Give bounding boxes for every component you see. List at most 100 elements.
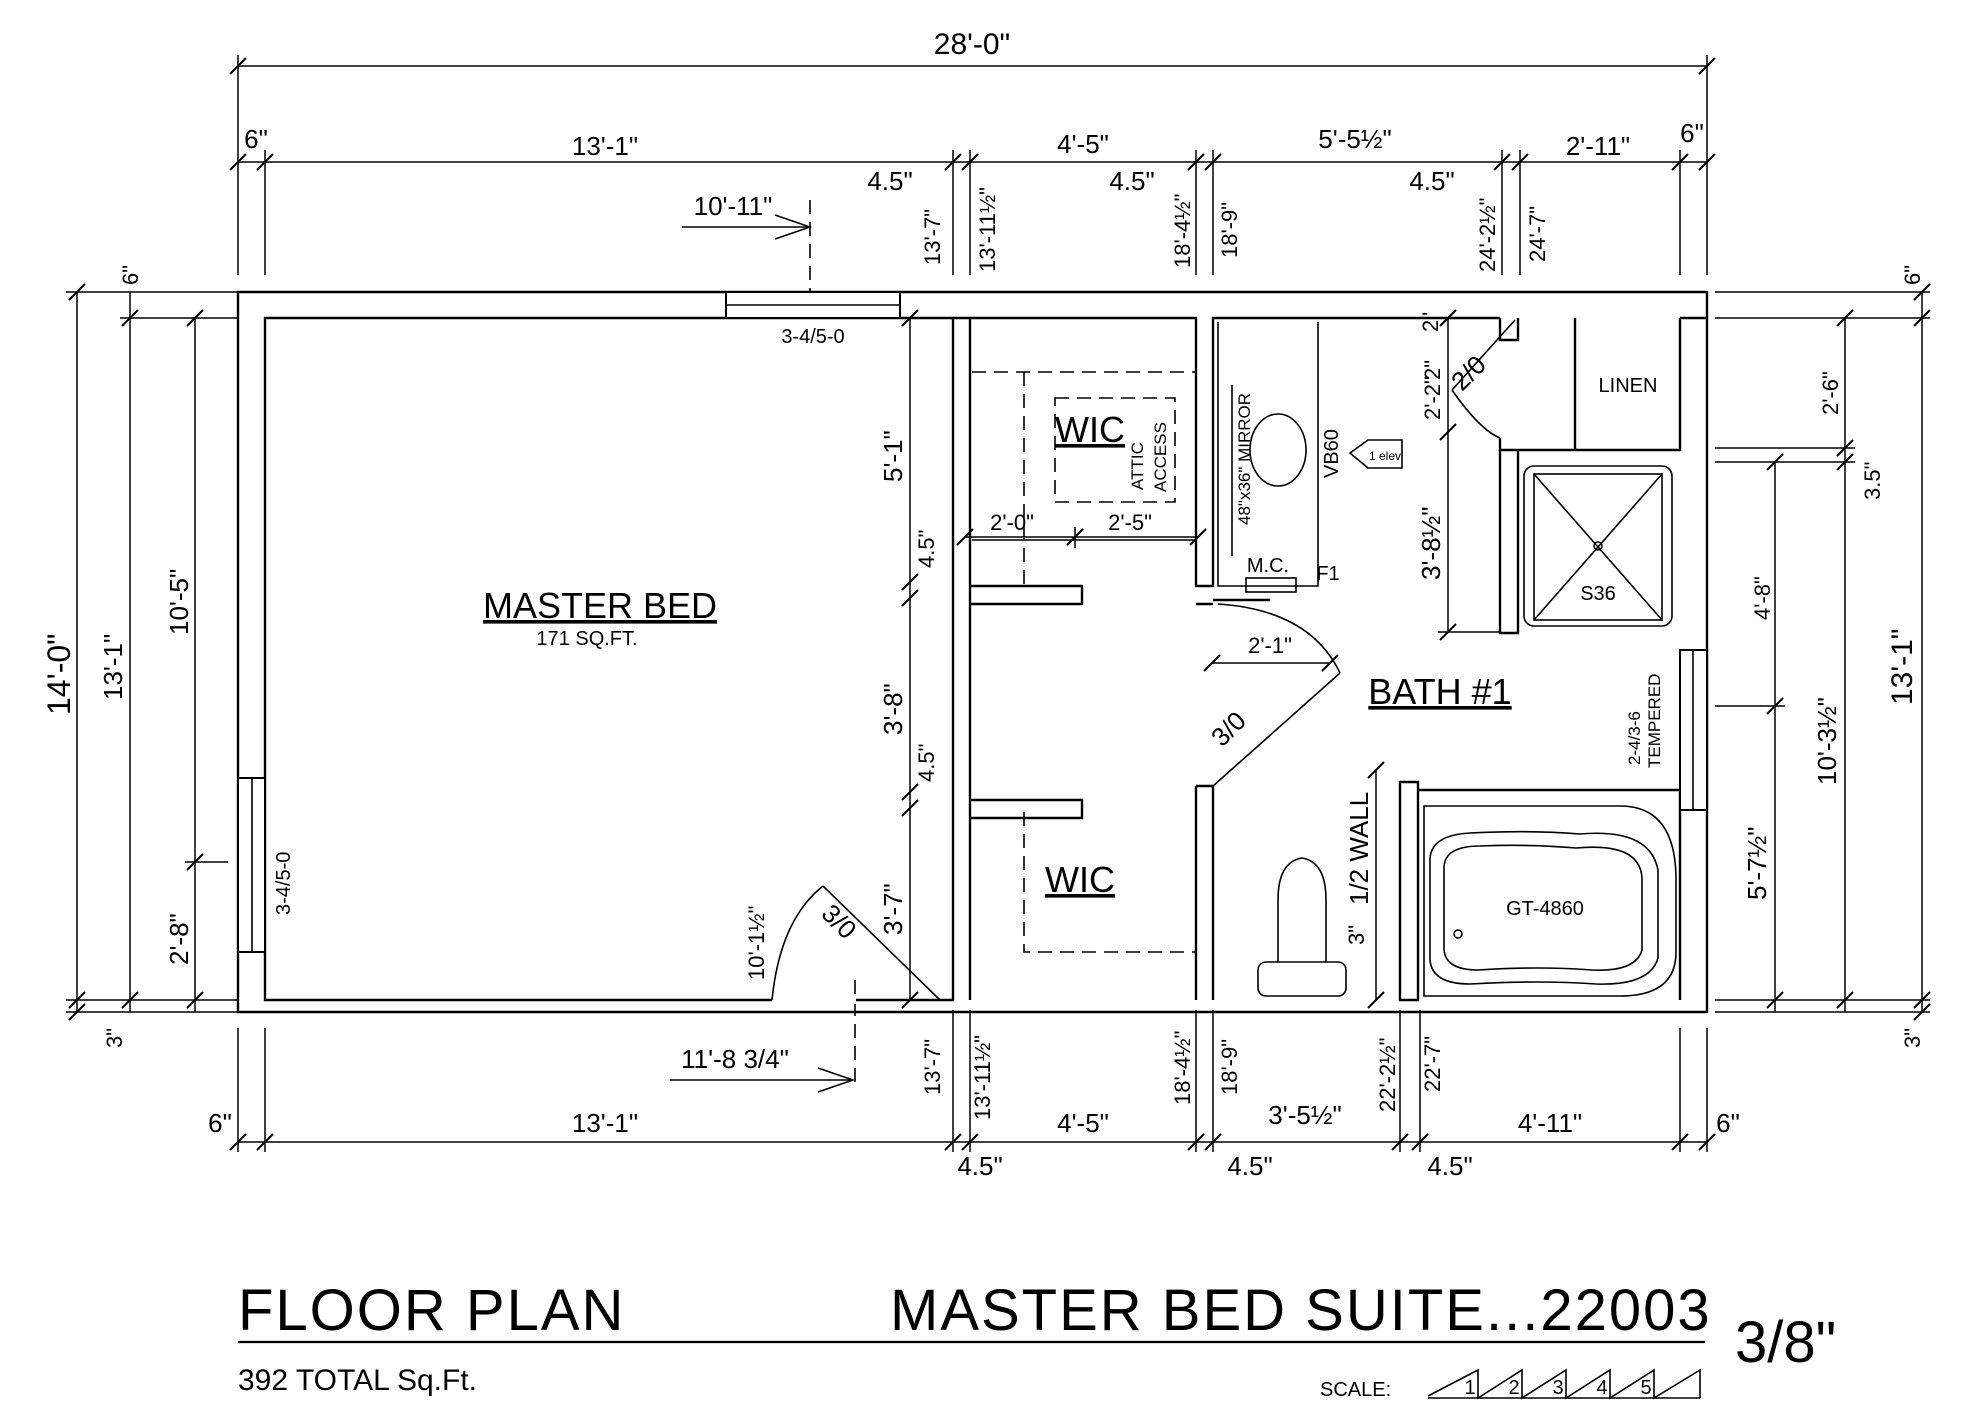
- scale-tick-5: 5: [1640, 1377, 1651, 1399]
- dim-top-overall: 28'-0": [934, 28, 1010, 61]
- dim-int-3-8h: 3'-8½": [1416, 507, 1446, 580]
- half-wall-label: 1/2 WALL: [1344, 792, 1374, 905]
- dim-int-3-8: 3'-8": [878, 683, 908, 735]
- dim-bot-v-22-2h: 22'-2½": [1375, 1038, 1400, 1112]
- dim-bot-wall-a: 4.5": [957, 1151, 1002, 1181]
- dim-bot-3-5h: 3'-5½": [1268, 1100, 1341, 1130]
- dimension-labels: 28'-0" 6" 13'-1" 4'-5" 5'-5½" 2'-11" 6" …: [41, 28, 1925, 1181]
- window-left-label: 3-4/5-0: [273, 852, 295, 915]
- dim-int-3-7: 3'-7": [878, 883, 908, 935]
- dim-bot-4-5: 4'-5": [1057, 1108, 1109, 1138]
- dim-bot-13-1: 13'-1": [572, 1108, 638, 1138]
- dim-window-offset: 10'-11": [694, 191, 773, 221]
- tub-label: GT-4860: [1506, 898, 1584, 920]
- dim-int-10-1h: 10'-1½": [744, 906, 769, 980]
- vanity-label: VB60: [1321, 429, 1343, 478]
- dim-top-6b: 6": [1680, 118, 1704, 148]
- dim-left-lower: 2'-8": [164, 913, 194, 965]
- wic-upper-label: WIC: [1055, 409, 1125, 450]
- title-block: FLOOR PLAN MASTER BED SUITE...22003 392 …: [238, 1278, 1836, 1401]
- dim-left-upper: 10'-5": [164, 569, 194, 635]
- wic-lower-label: WIC: [1045, 859, 1115, 900]
- f1-label: F1: [1316, 563, 1339, 585]
- openings: [237, 291, 1708, 1004]
- dim-top-13-1: 13'-1": [572, 131, 638, 161]
- dim-right-bot3: 3": [1900, 1028, 1925, 1048]
- scale-value: 3/8": [1735, 1310, 1836, 1375]
- dim-top-6a: 6": [244, 124, 268, 154]
- door-bed-swing: 3/0: [816, 898, 863, 945]
- dim-right-10-3h: 10'-3½": [1812, 697, 1842, 785]
- master-bed-area: 171 SQ.FT.: [536, 628, 637, 650]
- dim-top-4-5: 4'-5": [1057, 129, 1109, 159]
- dim-int-2-5: 2'-5": [1108, 510, 1152, 535]
- dim-top-wall-a: 4.5": [867, 166, 912, 196]
- dim-door-offset: 11'-8 3/4": [681, 1044, 789, 1074]
- dim-top-wall-c: 4.5": [1409, 166, 1454, 196]
- scale-tick-4: 4: [1596, 1377, 1607, 1399]
- dim-bot-v-13-11h: 13'-11½": [970, 1035, 995, 1120]
- attic-label: ATTIC: [1128, 442, 1147, 490]
- dim-bot-v-13-7: 13'-7": [920, 1039, 945, 1095]
- dim-int-45-b: 4.5": [914, 744, 939, 782]
- mirror-label: 48"x36" MIRROR: [1235, 393, 1254, 525]
- dim-top-v-13-7: 13'-7": [920, 209, 945, 265]
- dim-int-2-top: 2": [1418, 312, 1443, 332]
- dim-right-5-7h: 5'-7½": [1742, 827, 1772, 900]
- dim-right-3-5: 3.5": [1860, 462, 1885, 500]
- dim-int-2-1: 2'-1": [1248, 633, 1292, 658]
- linen-label: LINEN: [1599, 375, 1658, 397]
- door-bath-swing: 3/0: [1205, 705, 1252, 752]
- scale-tick-3: 3: [1552, 1377, 1563, 1399]
- dim-left-top6: 6": [118, 265, 143, 285]
- walls: [236, 290, 1709, 1014]
- dim-top-5-5h: 5'-5½": [1318, 124, 1391, 154]
- dim-top-v-18-9: 18'-9": [1217, 202, 1242, 258]
- window-bath-tempered: TEMPERED: [1645, 674, 1664, 768]
- shower-label: S36: [1580, 583, 1616, 605]
- dim-right-overall: 13'-1": [1886, 629, 1919, 705]
- dim-top-v-24-2h: 24'-2½": [1475, 198, 1500, 272]
- scale-tick-2: 2: [1508, 1377, 1519, 1399]
- dim-int-2-0: 2'-0": [990, 510, 1034, 535]
- dim-bot-6b: 6": [1716, 1108, 1740, 1138]
- dim-bot-6a: 6": [208, 1108, 232, 1138]
- fixtures: [972, 322, 1677, 997]
- plan-subtitle: MASTER BED SUITE...22003: [890, 1278, 1712, 1343]
- dim-left-bot3: 3": [102, 1028, 127, 1048]
- mc-label: M.C.: [1247, 555, 1289, 577]
- dim-bot-wall-b: 4.5": [1227, 1151, 1272, 1181]
- bath-label: BATH #1: [1368, 671, 1511, 712]
- dim-top-v-24-7: 24'-7": [1525, 206, 1550, 262]
- access-label: ACCESS: [1151, 422, 1170, 492]
- dim-int-2-bot: 2": [1420, 360, 1445, 380]
- dim-bot-v-22-7: 22'-7": [1420, 1036, 1445, 1092]
- total-area: 392 TOTAL Sq.Ft.: [238, 1364, 477, 1397]
- dim-top-v-18-4h: 18'-4½": [1170, 194, 1195, 268]
- dim-right-4-8: 4'-8": [1750, 576, 1775, 620]
- dim-right-2-6: 2'-6": [1818, 371, 1843, 415]
- dim-top-wall-b: 4.5": [1109, 166, 1154, 196]
- scale-bar: 1 2 3 4 5: [1427, 1368, 1701, 1400]
- dim-int-5-1: 5'-1": [878, 430, 908, 482]
- dim-bot-v-18-9: 18'-9": [1217, 1039, 1242, 1095]
- dim-bot-4-11: 4'-11": [1518, 1108, 1582, 1138]
- dim-top-v-13-11h: 13'-11½": [975, 187, 1000, 272]
- scale-tick-1: 1: [1464, 1377, 1475, 1399]
- room-labels: 3-4/5-0 3-4/5-0 2-4/3-6 TEMPERED MASTER …: [273, 326, 1664, 945]
- window-bath-label: 2-4/3-6: [1625, 711, 1644, 765]
- dim-int-45-a: 4.5": [914, 530, 939, 568]
- dim-bot-v-18-4h: 18'-4½": [1170, 1031, 1195, 1105]
- dim-int-2-2: 2'-2": [1420, 376, 1445, 420]
- elev-marker-label: 1 elev: [1369, 449, 1401, 463]
- plan-title: FLOOR PLAN: [238, 1278, 625, 1343]
- master-bed-label: MASTER BED: [483, 585, 717, 626]
- dim-left-inner: 13'-1": [98, 634, 128, 700]
- window-top-label: 3-4/5-0: [781, 326, 844, 348]
- dim-int-3: 3": [1344, 925, 1369, 945]
- dim-bot-wall-c: 4.5": [1427, 1151, 1472, 1181]
- dim-top-2-11: 2'-11": [1566, 131, 1630, 161]
- dimension-graphics: [66, 55, 1931, 1152]
- dim-right-top6: 6": [1900, 265, 1925, 285]
